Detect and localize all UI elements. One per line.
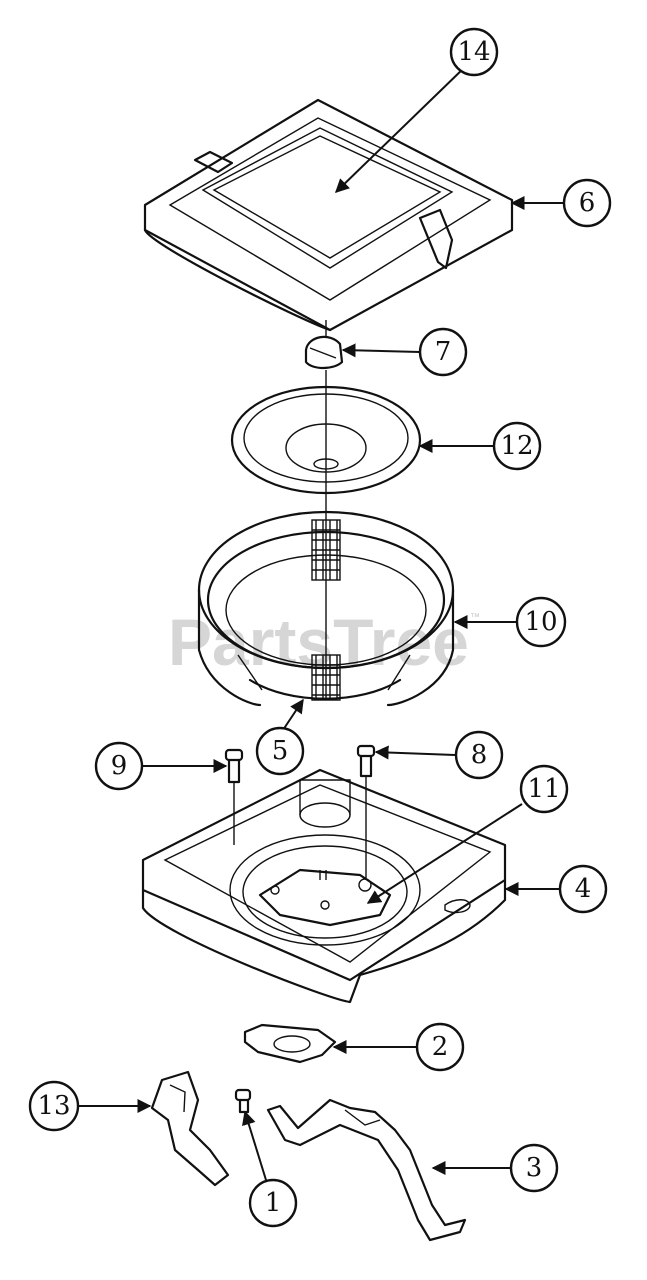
callout-11: 11	[519, 764, 569, 814]
callout-12: 12	[492, 421, 542, 471]
callout-5: 5	[255, 726, 305, 776]
bracket-13-part	[150, 1070, 230, 1187]
callout-14: 14	[449, 27, 499, 77]
leader-7	[341, 343, 421, 358]
callout-label-7: 7	[435, 337, 452, 367]
callout-label-8: 8	[471, 740, 488, 770]
callout-9: 9	[94, 741, 144, 791]
screw-8-part	[356, 744, 376, 880]
callout-4: 4	[558, 864, 608, 914]
leader-8	[374, 745, 456, 760]
bracket-3-part	[266, 1098, 467, 1242]
callout-label-12: 12	[500, 431, 533, 461]
filter-mesh	[311, 519, 341, 701]
callout-10: 10	[515, 596, 567, 648]
gasket-part	[243, 1023, 337, 1064]
screw-9-part	[224, 748, 244, 845]
callout-label-1: 1	[265, 1188, 282, 1218]
callout-6: 6	[562, 178, 612, 228]
leader-lines	[78, 65, 564, 1181]
leader-1	[242, 1110, 267, 1181]
leader-5	[282, 698, 304, 731]
callout-label-3: 3	[526, 1153, 543, 1183]
callout-1: 1	[248, 1178, 298, 1228]
leader-14	[334, 65, 467, 193]
callout-2: 2	[415, 1022, 465, 1072]
callout-7: 7	[418, 327, 468, 377]
watermark-trademark: ™	[470, 612, 480, 623]
callout-label-6: 6	[579, 188, 596, 218]
callout-label-13: 13	[37, 1091, 70, 1121]
callout-label-5: 5	[272, 736, 289, 766]
callout-13: 13	[28, 1080, 80, 1132]
wing-nut-part	[304, 335, 344, 370]
filter-element-part	[197, 510, 455, 707]
callout-label-10: 10	[524, 607, 557, 637]
callout-label-9: 9	[111, 751, 128, 781]
base-part	[141, 768, 507, 1004]
callout-label-11: 11	[527, 774, 560, 804]
leader-11	[366, 803, 523, 904]
callout-3: 3	[509, 1143, 559, 1193]
callout-label-2: 2	[432, 1032, 449, 1062]
callout-label-14: 14	[457, 37, 490, 67]
callout-8: 8	[454, 730, 504, 780]
screw-1-part	[234, 1088, 252, 1114]
cover-part	[143, 98, 514, 338]
callout-label-4: 4	[575, 874, 592, 904]
